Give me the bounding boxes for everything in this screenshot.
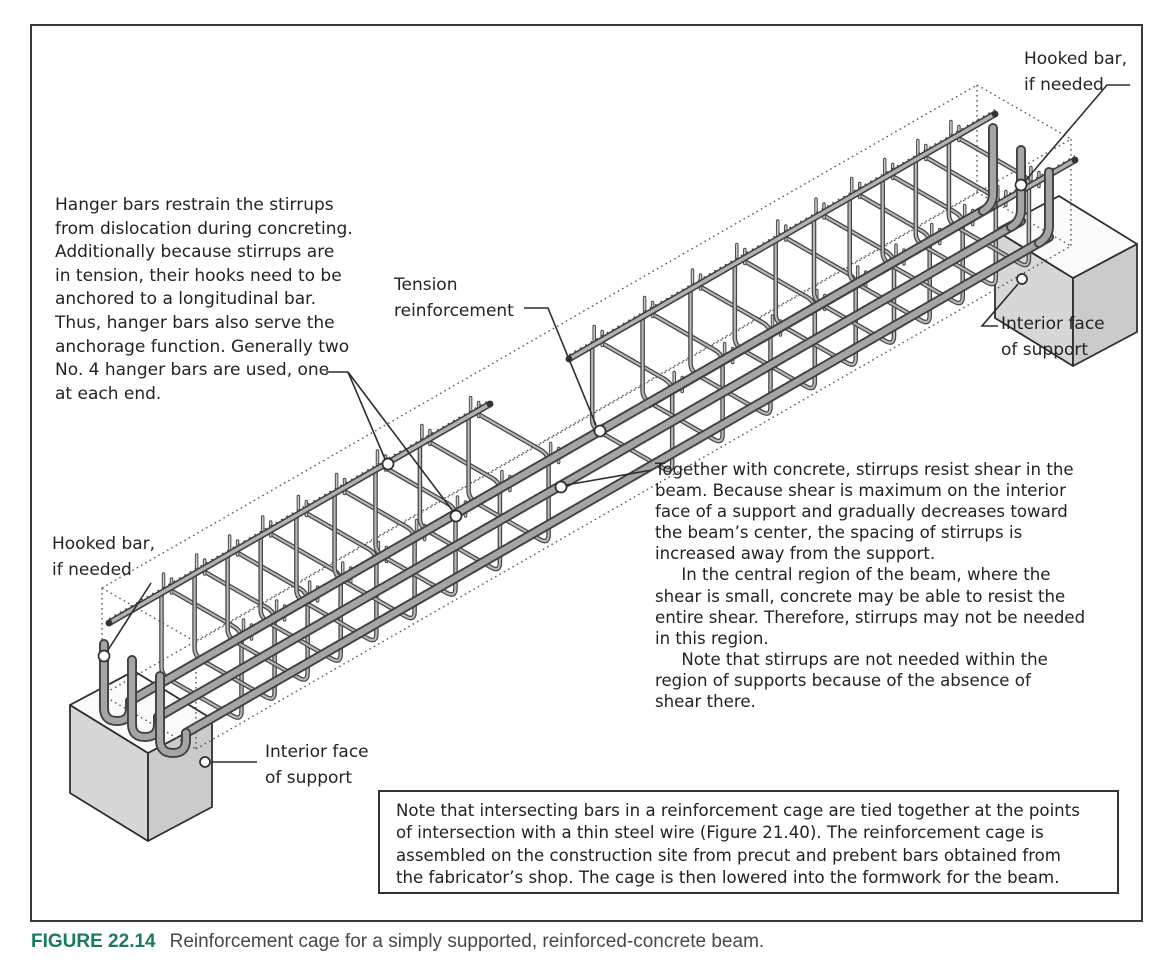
leader-lines	[97, 84, 1130, 768]
hooked-bar-label-left: Hooked bar, if needed	[52, 534, 156, 580]
tension-reinforcement-label: Tension reinforcement	[394, 275, 514, 321]
interior-face-label-right: Interior face of support	[1001, 314, 1105, 360]
interior-face-label-left: Interior face of support	[265, 742, 369, 788]
right-hooked-bars	[978, 123, 1054, 248]
beam-outline	[101, 84, 1072, 750]
figure-caption: FIGURE 22.14 Reinforcement cage for a sim…	[31, 931, 764, 953]
hooked-bar-label-top-right: Hooked bar, if needed	[1024, 49, 1128, 95]
figure-caption-label: FIGURE 22.14	[31, 931, 156, 952]
stirrups-shear-note: Together with concrete, stirrups resist …	[655, 460, 1086, 712]
hanger-bars-note: Hanger bars restrain the stirrups from d…	[55, 195, 353, 404]
tied-bars-note-text: Note that intersecting bars in a reinfor…	[396, 801, 1080, 887]
tension-bars	[125, 199, 1054, 738]
left-hooked-bars	[99, 639, 191, 759]
tied-bars-note-box: Note that intersecting bars in a reinfor…	[378, 790, 1119, 894]
figure-caption-text: Reinforcement cage for a simply supporte…	[169, 931, 765, 952]
figure-border	[30, 24, 1143, 922]
